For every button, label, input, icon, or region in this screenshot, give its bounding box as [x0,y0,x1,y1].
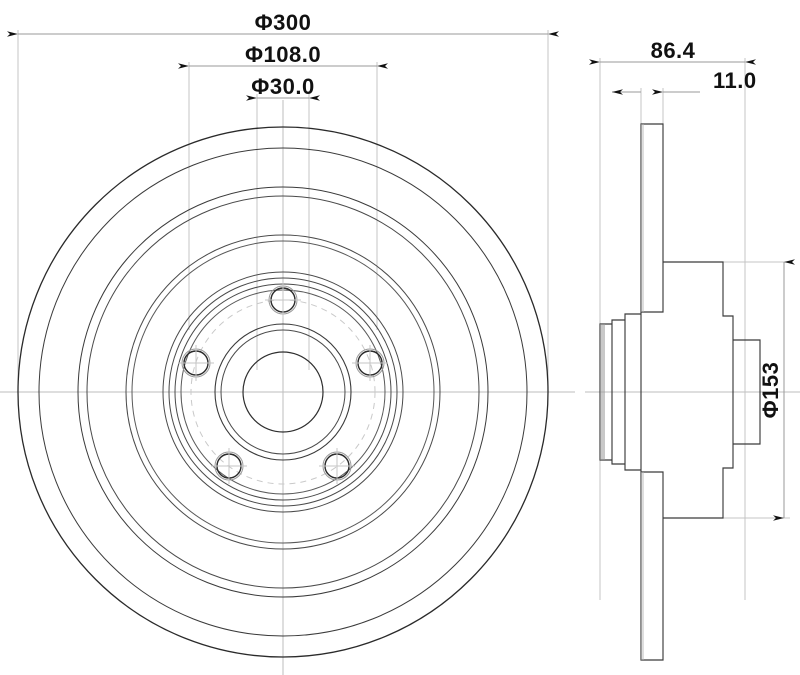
dimension-label-phi300: Φ300 [255,10,312,35]
rotor-plate-upper [640,123,664,313]
bearing-seat-step-2 [611,319,625,465]
rotor-plate-lower [640,471,664,661]
center-bore-chamfer [220,329,346,455]
disc-friction-band-inner [77,186,489,598]
dimension-label-86-4: 86.4 [651,38,696,63]
dimension-phi30: Φ30.0 [246,74,320,101]
disc-hat-step-1 [125,234,441,550]
dimension-phi153: Φ153 [758,259,795,521]
dimension-label-phi153: Φ153 [758,362,783,419]
hub-flange-profile [663,261,734,519]
dimension-phi108: Φ108.0 [178,42,388,69]
center-bore-inner [242,351,324,433]
hub-face-ring-1 [162,271,404,513]
front-view-centerlines [0,100,575,675]
section-hatch-plate-lower [641,472,644,660]
side-view-extension-lines [599,58,790,600]
front-view-disc [17,126,549,658]
dimension-label-phi30: Φ30.0 [251,74,314,99]
side-view-section-shading [600,124,644,660]
side-view-profile [599,123,761,661]
section-hatch-hub-nose [600,324,605,460]
dimension-11-0: 11.0 [612,68,757,95]
bolt-hole-centermarks [178,282,388,484]
hub-face-ring-2 [168,277,398,507]
dimension-label-phi108: Φ108.0 [245,42,321,67]
dimension-phi300: Φ300 [7,10,559,37]
bearing-seat-step-1 [624,313,641,471]
section-hatch-plate-upper [641,124,644,312]
front-view-extension-lines [17,30,549,400]
disc-friction-band-outer [38,147,528,637]
disc-bell-outer [86,195,480,589]
dimension-label-11-0: 11.0 [713,68,757,93]
disc-hat-step-2 [131,240,435,544]
center-bore-outer [214,323,352,461]
disc-outer-edge [17,126,549,658]
hub-rear-boss [733,339,761,445]
dimension-86-4: 86.4 [589,38,756,65]
